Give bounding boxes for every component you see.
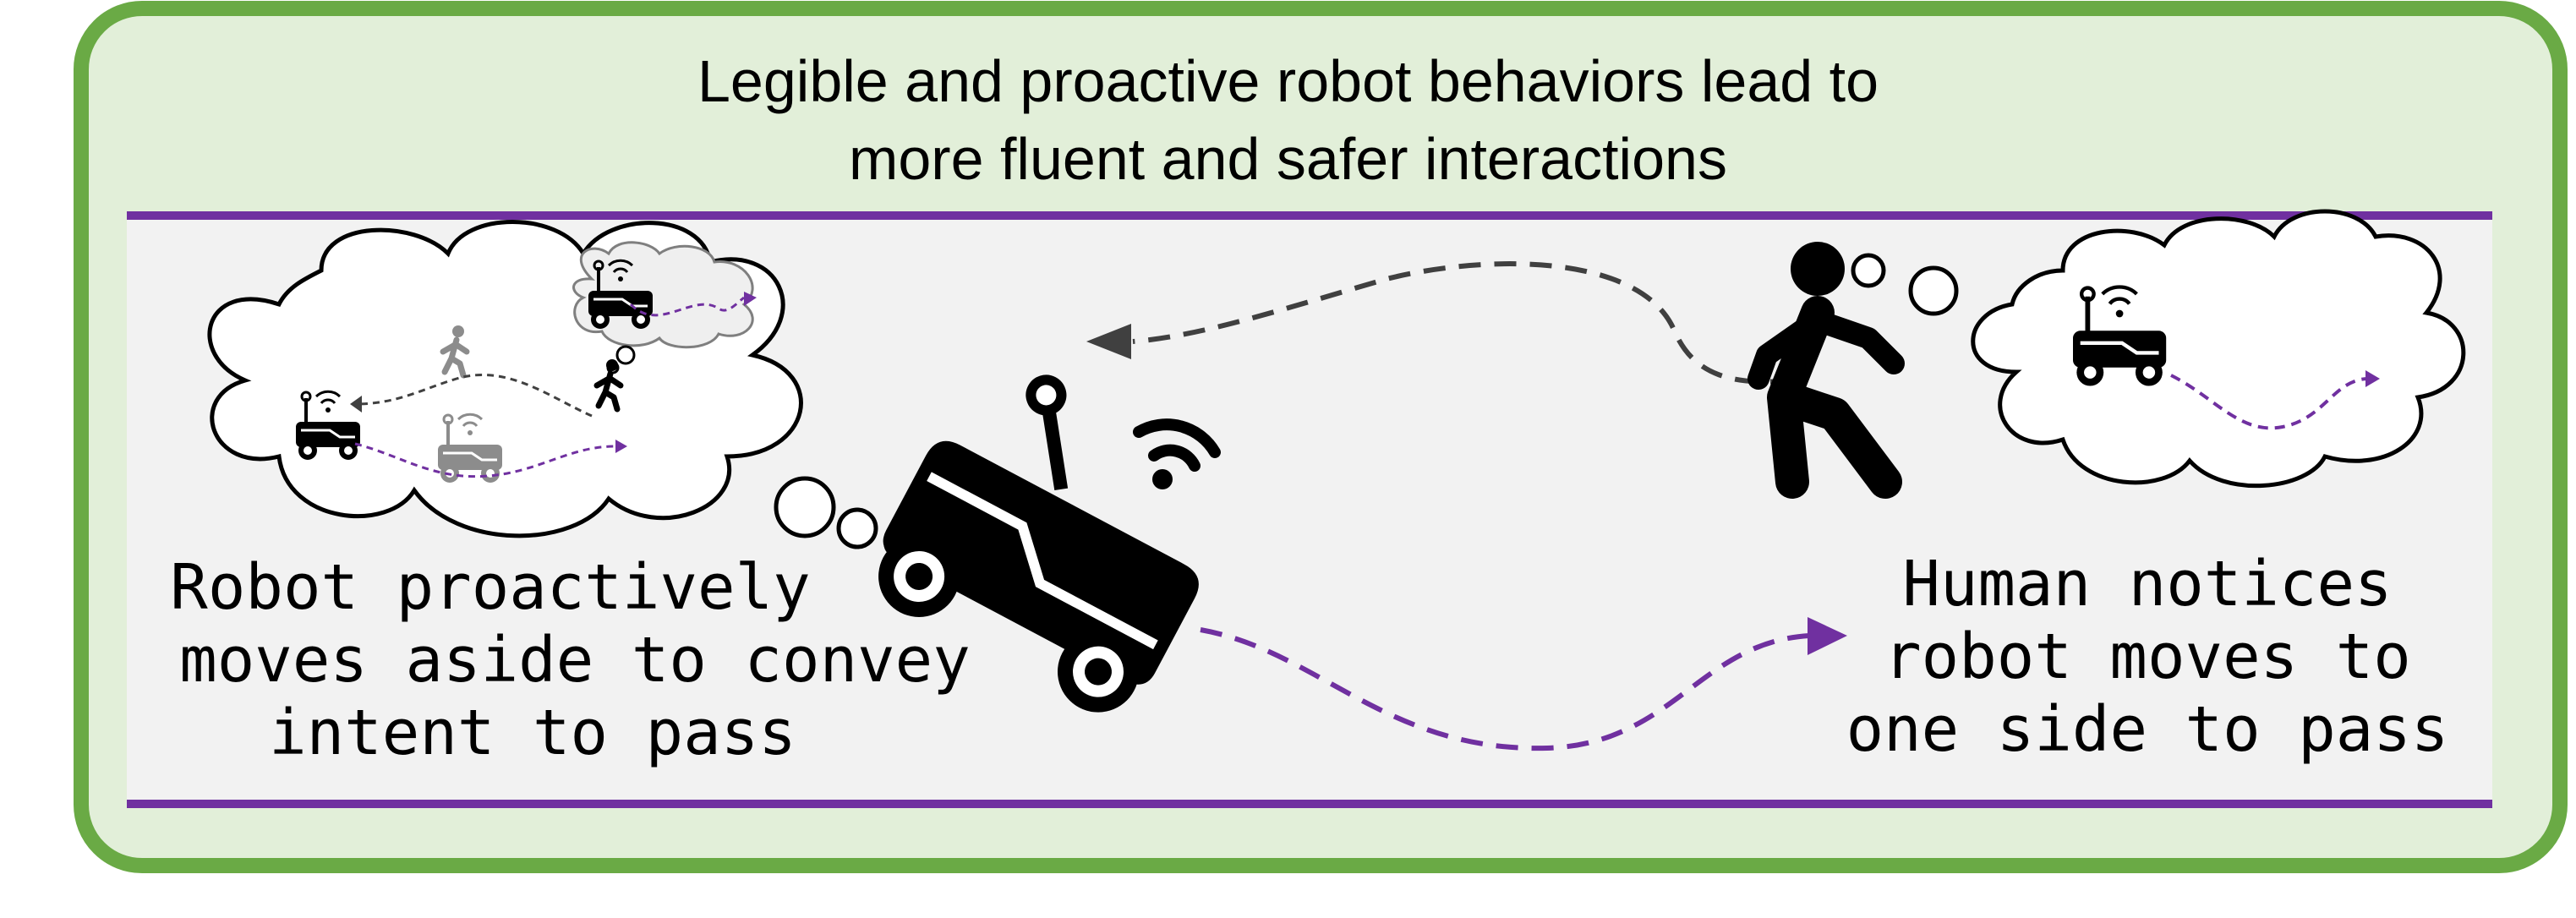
- large-robot-icon: [878, 374, 1199, 713]
- human-thought-cloud-icon: [1971, 209, 2466, 489]
- large-human-icon: [1747, 242, 1905, 499]
- left-caption-line-1: Robot proactively: [170, 551, 811, 624]
- thought-bubble-medium: [1908, 265, 1959, 316]
- left-caption-line-2: moves aside to convey: [179, 624, 971, 697]
- arrowhead-icon: [350, 396, 362, 413]
- right-caption-line-2: robot moves to: [1884, 620, 2411, 693]
- thought-bubble-small: [1851, 253, 1886, 288]
- right-caption-line-1: Human notices: [1902, 548, 2393, 620]
- human-path-small: [354, 374, 593, 418]
- robot-path-small: [354, 442, 616, 478]
- arrowhead-icon: [2365, 370, 2380, 387]
- wifi-icon: [1133, 418, 1221, 489]
- figure-title-line-1: Legible and proactive robot behaviors le…: [697, 48, 1879, 114]
- imagined-robot-path: [2170, 374, 2368, 430]
- robot-path: [1200, 627, 1810, 751]
- arrowhead-icon: [1808, 617, 1847, 655]
- arrowhead-icon: [1086, 324, 1131, 359]
- left-caption-line-3: intent to pass: [269, 697, 796, 769]
- arrowhead-icon: [615, 440, 627, 453]
- right-caption-line-3: one side to pass: [1846, 693, 2449, 766]
- figure-title-line-2: more fluent and safer interactions: [849, 126, 1727, 192]
- imagined-robot-path: [629, 296, 745, 317]
- arrowhead-icon: [744, 292, 757, 306]
